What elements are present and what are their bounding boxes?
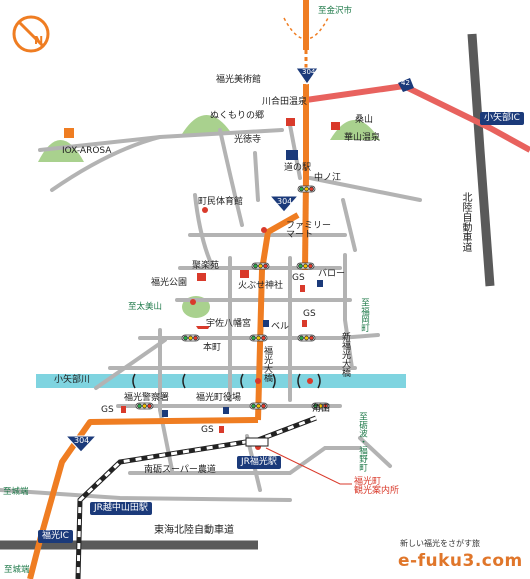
place-label: GS	[303, 309, 316, 319]
brand-logo: e-fuku3.com	[398, 551, 523, 571]
route-42-label: 42	[401, 79, 410, 87]
bridge-marks	[132, 373, 321, 389]
place-label: バロー	[318, 269, 346, 279]
place-label: ぬくもりの郷	[210, 111, 265, 121]
railway	[75, 415, 317, 579]
place-label: ベル	[271, 322, 290, 332]
place-label: 華山温泉	[344, 133, 381, 143]
place-label: 福光美術館	[216, 75, 262, 85]
direction-label: 至城端	[4, 565, 30, 575]
place-label: 福光大橋	[262, 346, 272, 382]
hot-spring-icon	[196, 118, 340, 329]
place-label: 桑山	[355, 115, 374, 125]
place-label: 川合田温泉	[262, 97, 308, 107]
route-304-road	[27, 0, 309, 579]
gas-station-icon	[121, 285, 307, 433]
interchange-label: 福光IC	[38, 530, 73, 543]
place-label: 福光町役場	[196, 393, 242, 403]
traffic-light-icon	[135, 185, 330, 410]
location-pin-icon	[190, 207, 313, 450]
place-label: 聚楽苑	[192, 261, 220, 271]
brand-tagline: 新しい福光をさがす旅	[400, 539, 480, 548]
expressways	[0, 33, 495, 550]
direction-label: 至城端	[3, 487, 29, 497]
place-label: GS	[201, 425, 214, 435]
place-label: 福光町 観光案内所	[354, 477, 400, 496]
place-label: 本町	[203, 343, 222, 353]
interchange-label: 小矢部IC	[480, 112, 524, 125]
iox-icon	[64, 128, 74, 138]
route-304-label: 304	[74, 436, 90, 445]
direction-label: 至福岡町	[359, 298, 370, 332]
direction-label: 至金沢市	[318, 6, 353, 16]
leader-line	[265, 447, 352, 485]
expressway-label: 東海北陸自動車道	[154, 525, 234, 536]
place-label: 火ぶせ神社	[238, 281, 284, 291]
route-shield-icon	[64, 67, 414, 453]
local-roads	[0, 123, 422, 502]
place-label: 角田	[312, 404, 331, 414]
place-label: 福光警察署	[124, 393, 170, 403]
route-42-road	[305, 82, 530, 153]
route-304-label: 304	[302, 68, 316, 76]
expressway-label: 北陸自動車道	[460, 192, 471, 252]
place-label: IOX-AROSA	[62, 146, 112, 156]
place-label: GS	[101, 405, 114, 415]
route-dashed-spur	[283, 17, 329, 40]
place-label: ファミリー マート	[286, 221, 332, 240]
river	[36, 374, 406, 388]
place-label: 町民体育館	[198, 197, 244, 207]
place-label: 南砺スーパー農道	[144, 465, 216, 475]
place-label: 小矢部川	[54, 375, 91, 385]
place-label: GS	[292, 273, 305, 283]
place-label: 福光公園	[151, 278, 188, 288]
station-marker	[245, 437, 269, 447]
route-304-label: 304	[277, 197, 293, 206]
station-label: JR福光駅	[237, 456, 281, 469]
place-label: 中ノ江	[314, 173, 342, 183]
svg-text:N: N	[34, 34, 43, 47]
place-label: 光徳寺	[234, 135, 262, 145]
direction-label: 至砺波・福野町	[357, 412, 368, 472]
place-label: 新福光大橋	[340, 332, 350, 377]
place-label: 道の駅	[284, 163, 312, 173]
station-label: JR越中山田駅	[90, 502, 152, 515]
place-label: 宇佐八幡宮	[206, 319, 252, 329]
compass-icon: N	[12, 15, 50, 53]
building-icon	[162, 150, 323, 417]
direction-label: 至太美山	[128, 302, 163, 312]
